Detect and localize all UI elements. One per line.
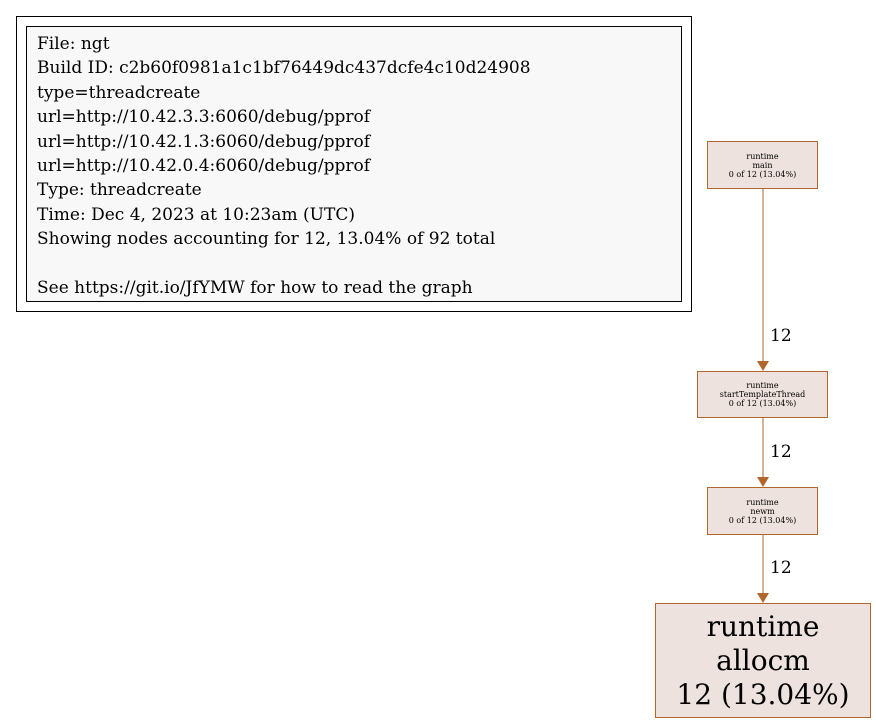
legend-type-param: type=threadcreate	[37, 82, 201, 103]
node-package-label: runtime	[746, 381, 779, 390]
node-package-label: runtime	[746, 151, 779, 161]
legend-file: File: ngt	[37, 34, 110, 54]
node-function-label: allocm	[716, 643, 810, 677]
legend-url-3: url=http://10.42.0.4:6060/debug/pprof	[37, 156, 371, 177]
node-runtime-allocm[interactable]: runtime allocm 12 (13.04%)	[655, 603, 871, 718]
legend-type: Type: threadcreate	[37, 180, 202, 201]
node-stats-label: 0 of 12 (13.04%)	[728, 399, 797, 408]
edge-label-main-to-start-template-thread: 12	[770, 326, 792, 346]
node-runtime-main[interactable]: runtime main 0 of 12 (13.04%)	[707, 141, 818, 189]
node-function-label: main	[752, 160, 773, 170]
legend-box: File: ngt Build ID: c2b60f0981a1c1bf7644…	[26, 26, 682, 302]
legend-url-2: url=http://10.42.1.3:6060/debug/pprof	[37, 131, 371, 152]
node-function-label: startTemplateThread	[719, 390, 806, 399]
legend-time: Time: Dec 4, 2023 at 10:23am (UTC)	[37, 204, 355, 225]
legend-help-link: See https://git.io/JfYMW for how to read…	[37, 278, 473, 299]
legend-outer-frame	[16, 16, 692, 312]
node-runtime-newm[interactable]: runtime newm 0 of 12 (13.04%)	[707, 487, 818, 535]
legend-build-id: Build ID: c2b60f0981a1c1bf76449dc437dcfe…	[37, 58, 531, 79]
node-function-label: newm	[750, 506, 775, 516]
node-package-label: runtime	[706, 609, 820, 643]
node-package-label: runtime	[746, 497, 779, 507]
node-stats-label: 0 of 12 (13.04%)	[728, 169, 797, 179]
edge-label-start-template-thread-to-newm: 12	[770, 442, 792, 462]
node-runtime-start-template-thread[interactable]: runtime startTemplateThread 0 of 12 (13.…	[697, 371, 828, 418]
edge-label-newm-to-allocm: 12	[770, 558, 792, 578]
node-stats-label: 0 of 12 (13.04%)	[728, 515, 797, 525]
legend-summary: Showing nodes accounting for 12, 13.04% …	[37, 229, 496, 250]
legend-url-1: url=http://10.42.3.3:6060/debug/pprof	[37, 107, 371, 128]
node-stats-label: 12 (13.04%)	[676, 677, 850, 711]
